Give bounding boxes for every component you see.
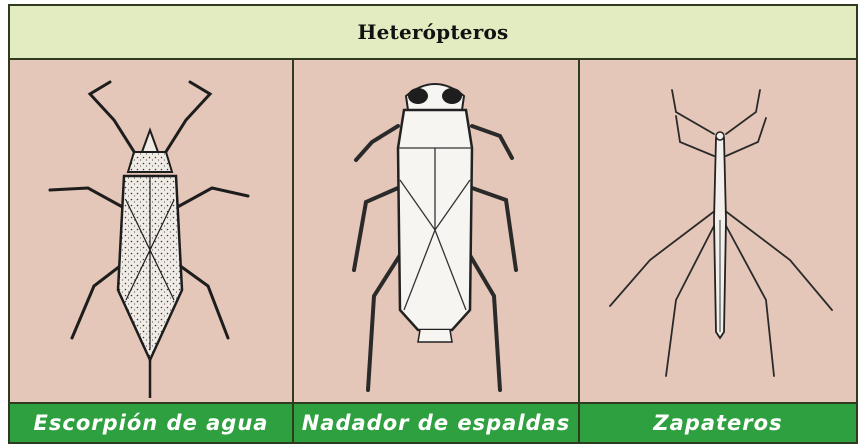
water-scorpion-drawing [48, 80, 250, 398]
cell-water-strider [580, 60, 856, 402]
table-header: Heterópteros [10, 6, 856, 60]
column-divider [578, 404, 580, 442]
column-divider [292, 404, 294, 442]
caption-row: Escorpión de agua Nadador de espaldas Za… [10, 402, 856, 442]
table-title: Heterópteros [357, 20, 509, 44]
caption-water-scorpion: Escorpión de agua [33, 411, 269, 435]
insect-table: Heterópteros [8, 4, 858, 444]
caption-water-strider: Zapateros [653, 411, 783, 435]
cell-backswimmer [294, 60, 578, 402]
column-divider [578, 60, 580, 442]
column-divider [292, 60, 294, 442]
cell-water-scorpion [10, 60, 292, 402]
water-strider-drawing [609, 89, 833, 377]
caption-backswimmer: Nadador de espaldas [301, 411, 571, 435]
backswimmer-drawing [352, 83, 518, 392]
